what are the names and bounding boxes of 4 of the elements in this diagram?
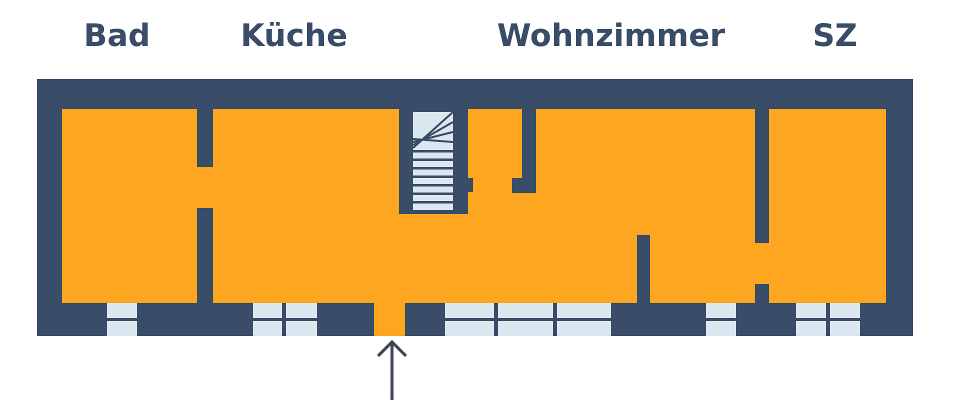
- room-label: Bad: [84, 18, 150, 54]
- room-label: Wohnzimmer: [496, 18, 726, 54]
- room-label: Küche: [240, 18, 348, 54]
- room-label: SZ: [812, 18, 858, 54]
